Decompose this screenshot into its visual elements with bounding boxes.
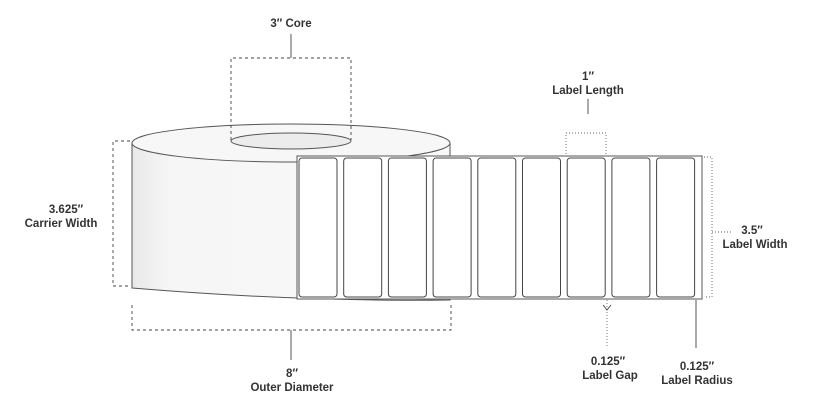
core-dimension: 3″ Core bbox=[230, 18, 352, 140]
label-1 bbox=[298, 157, 338, 298]
label-radius-dimension: 0.125″ Label Radius bbox=[661, 300, 733, 387]
label-length-name: Label Length bbox=[552, 85, 624, 97]
label-width-bracket bbox=[704, 156, 713, 298]
label-gap-name: Label Gap bbox=[582, 370, 638, 382]
label-6 bbox=[522, 157, 561, 298]
label-7 bbox=[566, 157, 606, 298]
core-label: 3″ Core bbox=[270, 18, 311, 30]
labels-group bbox=[298, 157, 696, 298]
outer-diameter-value: 8″ bbox=[286, 368, 298, 380]
label-gap-dimension: 0.125″ Label Gap bbox=[582, 300, 638, 382]
label-9 bbox=[656, 157, 696, 298]
label-radius-value: 0.125″ bbox=[680, 361, 715, 373]
outer-diameter-name: Outer Diameter bbox=[250, 382, 334, 394]
core-bracket bbox=[230, 57, 352, 140]
label-4 bbox=[432, 157, 472, 298]
carrier-width-value: 3.625″ bbox=[49, 204, 84, 216]
label-width-name: Label Width bbox=[722, 239, 787, 251]
label-3 bbox=[387, 157, 427, 298]
label-gap-arrow bbox=[602, 304, 612, 311]
label-length-dimension: 1″ Label Length bbox=[552, 71, 624, 154]
core-hole bbox=[230, 132, 352, 150]
label-length-bracket bbox=[565, 132, 607, 154]
carrier-width-dimension: 3.625″ Carrier Width bbox=[25, 140, 130, 287]
label-8 bbox=[611, 157, 651, 298]
outer-diameter-dimension: 8″ Outer Diameter bbox=[131, 305, 452, 394]
label-length-value: 1″ bbox=[582, 71, 594, 83]
label-gap-value: 0.125″ bbox=[591, 356, 626, 368]
label-5 bbox=[477, 157, 517, 298]
carrier-width-name: Carrier Width bbox=[25, 218, 98, 230]
label-width-dimension: 3.5″ Label Width bbox=[704, 156, 788, 298]
label-radius-name: Label Radius bbox=[661, 375, 733, 387]
carrier-width-bracket bbox=[112, 140, 130, 287]
label-width-value: 3.5″ bbox=[741, 225, 763, 237]
label-2 bbox=[343, 157, 383, 298]
outer-diameter-bracket bbox=[131, 305, 452, 331]
